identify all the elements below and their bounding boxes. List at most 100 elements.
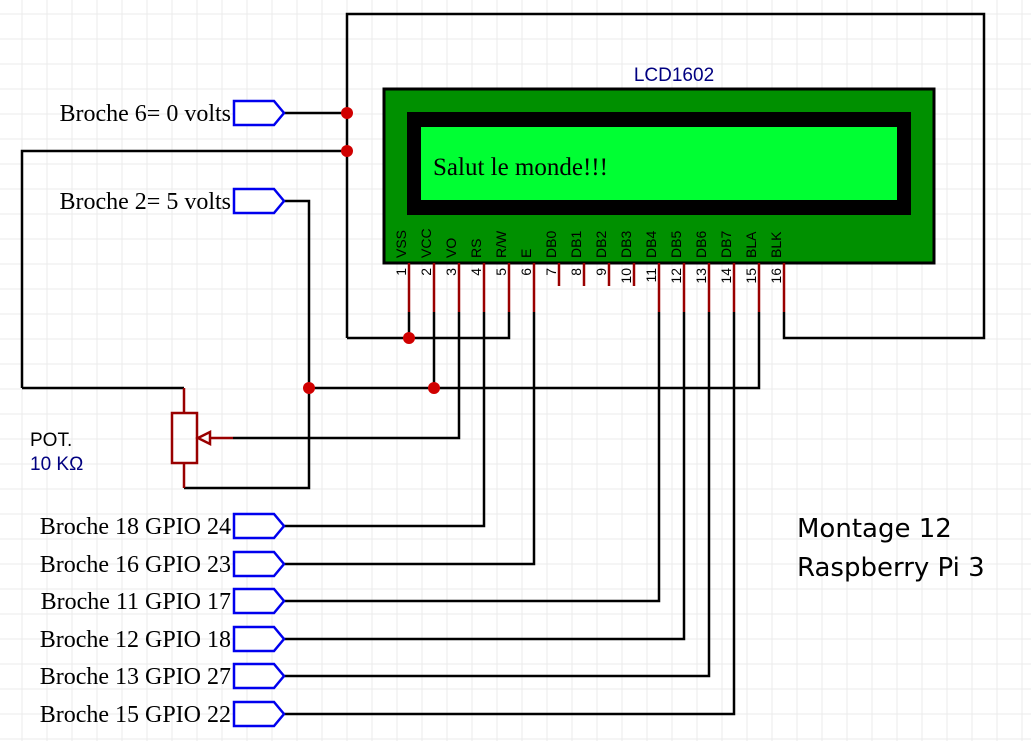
lcd-pin[interactable]: DB5 12 [668,231,686,312]
lcd-pin[interactable]: DB6 13 [693,231,711,312]
pin-number: 8 [568,268,584,276]
pin-label: DB3 [618,231,634,258]
junction-dot [403,332,415,344]
pin-number: 10 [618,268,634,284]
port-label: Broche 15 GPIO 22 [40,702,231,728]
lcd-pin[interactable]: DB4 11 [643,231,661,312]
pot-value-label: 10 KΩ [30,454,83,475]
lcd-pin[interactable]: BLA 15 [743,231,761,312]
pin-number: 6 [518,268,534,276]
junction-dot [428,382,440,394]
wire [233,312,461,440]
pin-label: DB2 [593,231,609,258]
pin-number: 1 [393,268,409,276]
pin-label: DB4 [643,231,659,258]
lcd-pin[interactable]: VO 3 [443,238,461,312]
port-flag-icon [232,512,286,540]
lcd-pin[interactable]: DB1 8 [568,231,586,286]
pin-number: 3 [443,268,459,276]
wire [20,149,347,388]
lcd-pin[interactable]: DB3 10 [618,231,636,286]
pin-label: BLK [768,231,784,258]
port-label: Broche 13 GPIO 27 [40,664,231,690]
wire [284,312,536,566]
net-port[interactable]: Broche 11 GPIO 17 [41,587,286,615]
net-port[interactable]: Broche 12 GPIO 18 [40,625,286,653]
net-port[interactable]: Broche 13 GPIO 27 [40,662,286,690]
port-flag-icon [232,700,286,728]
lcd-module[interactable]: Salut le monde!!! [382,87,936,265]
lcd-pin[interactable]: BLK 16 [768,231,786,312]
port-flag-icon [232,662,286,690]
pin-number: 14 [718,268,734,284]
port-flag-icon [232,187,286,215]
pin-number: 4 [468,268,484,276]
wires [20,12,986,716]
net-port[interactable]: Broche 6= 0 volts [59,99,286,127]
pin-label: VCC [418,228,434,258]
lcd-pin[interactable]: E6 [518,249,536,312]
net-port[interactable]: Broche 15 GPIO 22 [40,700,286,728]
lcd-pin[interactable]: VSS 1 [393,230,411,312]
port-label: Broche 18 GPIO 24 [40,514,231,540]
junction-dot [303,382,315,394]
pin-label: DB1 [568,231,584,258]
lcd-pin[interactable]: DB7 14 [718,231,736,312]
pin-label: DB7 [718,231,734,258]
lcd-pin[interactable]: RS 4 [468,239,486,312]
pin-number: 16 [768,268,784,284]
pin-number: 2 [418,268,434,276]
pin-number: 15 [743,268,759,284]
lcd-name-label: LCD1602 [634,65,714,86]
potentiometer[interactable] [170,388,233,488]
wire [345,12,986,340]
pin-label: RS [468,239,484,258]
wire [184,199,311,490]
wire [284,312,486,528]
pin-label: VSS [393,230,409,258]
lcd-pin[interactable]: VCC 2 [418,228,436,312]
montage-title: Montage 12 [797,514,952,544]
junction-dot [341,145,353,157]
lcd-screen [421,127,897,200]
port-label: Broche 12 GPIO 18 [40,627,231,653]
net-port[interactable]: Broche 18 GPIO 24 [40,512,286,540]
port-flag-icon [232,550,286,578]
pin-number: 7 [543,268,559,276]
montage-subtitle: Raspberry Pi 3 [797,553,985,583]
port-label: Broche 16 GPIO 23 [40,552,231,578]
pin-number: 11 [643,268,659,283]
pin-number: 12 [668,268,684,284]
pin-number: 13 [693,268,709,284]
port-flag-icon [232,587,286,615]
pin-label: DB0 [543,231,559,258]
pin-number: 9 [593,268,609,276]
wire [284,312,711,678]
wire [284,312,736,716]
lcd-pin[interactable]: DB0 7 [543,231,561,286]
wire [284,312,661,603]
pin-label: BLA [743,231,759,258]
pin-label: DB5 [668,231,684,258]
lcd-pins: VSS 1 VCC 2 VO 3 RS 4 R/W5 E6 DB0 7 DB1 8 DB2 9 DB3 10 DB4… [393,228,786,312]
lcd-pin[interactable]: R/W5 [493,230,511,312]
junction-dot [341,107,353,119]
port-flag-icon [232,625,286,653]
pin-number: 5 [493,268,509,276]
port-label: Broche 2= 5 volts [59,189,231,215]
pin-label: DB6 [693,231,709,258]
wire [284,312,686,641]
port-flag-icon [232,99,286,127]
net-port[interactable]: Broche 2= 5 volts [59,187,286,215]
pot-body [170,411,199,465]
lcd-display-text: Salut le monde!!! [433,154,608,181]
net-port[interactable]: Broche 16 GPIO 23 [40,550,286,578]
pin-label: VO [443,238,459,258]
lcd-pin[interactable]: DB2 9 [593,231,611,286]
junctions [303,107,440,394]
pot-wiper-arrow-icon [195,429,212,447]
port-label: Broche 6= 0 volts [59,101,231,127]
port-label: Broche 11 GPIO 17 [41,589,231,615]
